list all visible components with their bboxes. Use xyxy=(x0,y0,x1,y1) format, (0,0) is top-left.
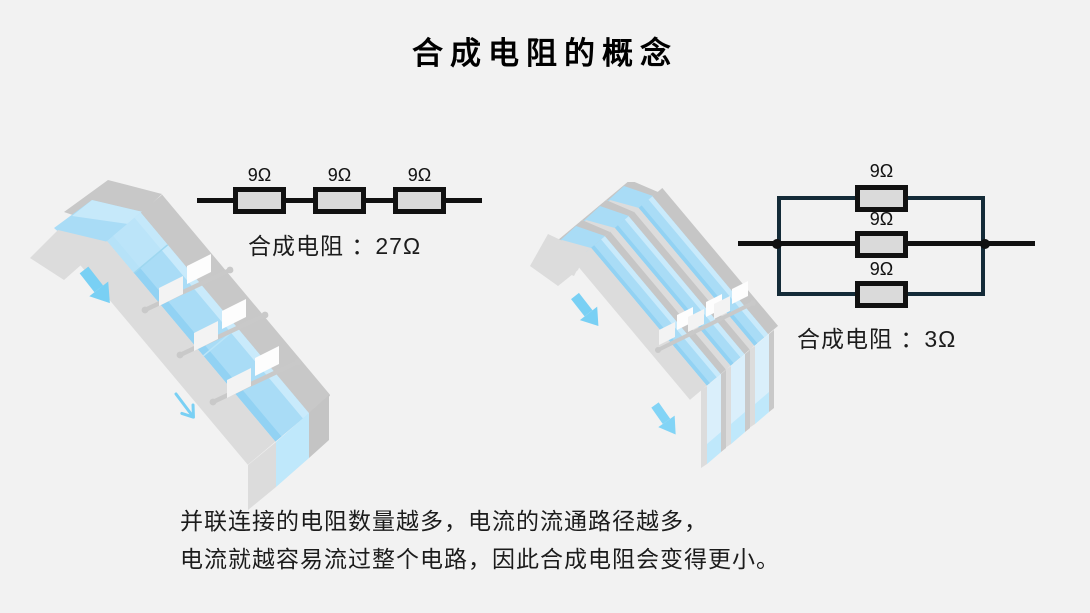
parallel-resistor-2 xyxy=(855,231,908,258)
parallel-resistor-1 xyxy=(855,185,908,212)
flow-arrow-bottom-icon xyxy=(174,392,195,419)
page-title: 合成电阻的概念 xyxy=(412,36,678,71)
paddle xyxy=(659,307,693,345)
series-resistor-1-label: 9Ω xyxy=(247,165,272,185)
series-resistor-2-label: 9Ω xyxy=(327,165,352,185)
single-channel-illustration xyxy=(30,180,330,510)
paddles xyxy=(141,254,302,406)
paddle xyxy=(159,254,211,306)
funnel-mouth xyxy=(30,180,162,280)
paddle xyxy=(194,299,246,351)
parallel-resistor-2-label: 9Ω xyxy=(869,209,894,229)
channel-end-faces xyxy=(701,330,774,468)
parallel-resistor-1-label: 9Ω xyxy=(869,161,894,181)
junction-dot-left xyxy=(772,239,782,249)
channel-end-face xyxy=(248,395,329,510)
parallel-channels-illustration xyxy=(530,182,779,468)
flow-arrow-top-icon xyxy=(79,266,110,304)
footer-line-2: 电流就越容易流过整个电路，因此合成电阻会变得更小。 xyxy=(180,546,780,572)
paddle xyxy=(227,346,279,398)
flow-arrow-top-icon xyxy=(571,292,599,326)
footer-line-1: 并联连接的电阻数量越多，电流的流通路径越多， xyxy=(180,508,708,534)
parallel-resistor-3-label: 9Ω xyxy=(869,259,894,279)
footer-text: 并联连接的电阻数量越多，电流的流通路径越多， 电流就越容易流过整个电路，因此合成… xyxy=(180,502,780,578)
flow-arrow-bottom-icon xyxy=(651,402,676,435)
parallel-resistor-3 xyxy=(855,281,908,308)
series-caption: 合成电阻 ：27Ω xyxy=(248,233,422,259)
series-resistor-3-label: 9Ω xyxy=(407,165,432,185)
series-resistor-1 xyxy=(233,187,286,214)
paddle xyxy=(714,281,748,319)
junction-dot-right xyxy=(980,239,990,249)
paddles xyxy=(655,281,756,353)
series-resistor-3 xyxy=(393,187,446,214)
parallel-caption: 合成电阻 ：3Ω xyxy=(797,326,957,352)
series-resistor-2 xyxy=(313,187,366,214)
